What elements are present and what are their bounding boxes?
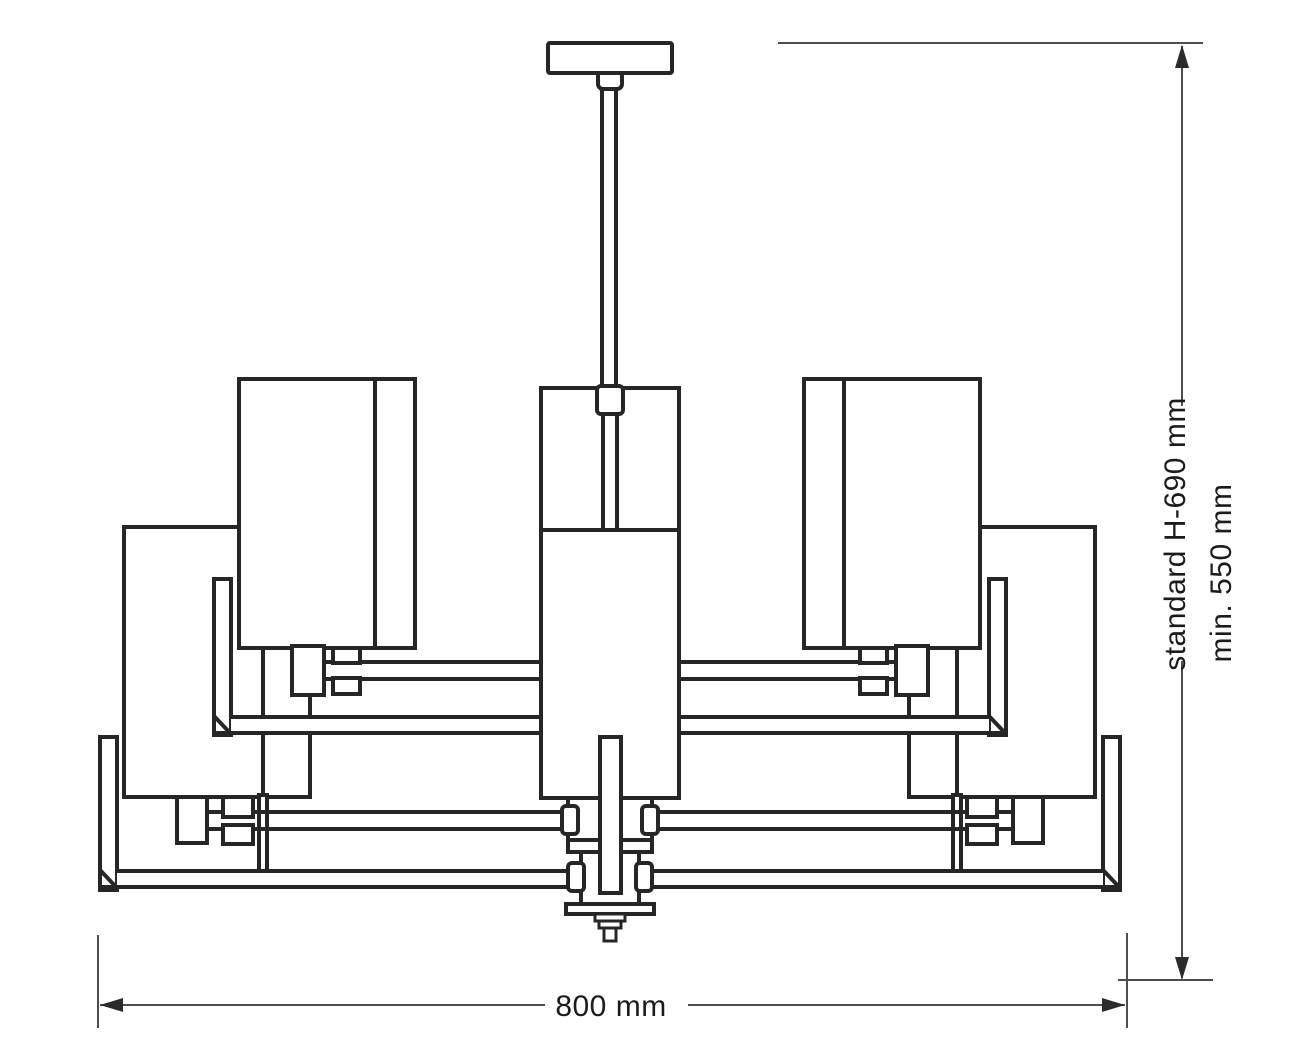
vertical-dimension: standard H-690 mm min. 550 mm (778, 42, 1238, 981)
back-right-socket (965, 795, 1045, 846)
back-right-shade-stem (951, 793, 963, 873)
width-label: 800 mm (555, 990, 666, 1023)
front-right-socket (858, 644, 930, 697)
hanging-rod (600, 82, 618, 394)
arrow-right-icon (1102, 998, 1125, 1012)
bottom-ring-right-post (1101, 735, 1122, 892)
rod-coupler (595, 384, 625, 416)
hub-arm-ears (560, 804, 660, 893)
front-right-shade (802, 377, 982, 650)
mitre-joint (1101, 868, 1122, 890)
lower-right-arm (656, 810, 1013, 831)
hanging-rod-lower-segment (601, 398, 619, 532)
mitre-joint (212, 714, 233, 736)
front-left-socket (290, 644, 362, 697)
hub-center-rod (598, 735, 623, 895)
back-left-socket (175, 795, 255, 846)
mitre-joint (987, 714, 1008, 736)
upper-ring-right-post (987, 577, 1008, 737)
upper-ring-left-post (212, 577, 233, 737)
height-standard-label: standard H-690 mm (1159, 397, 1192, 671)
bottom-ring-left-post (98, 735, 119, 892)
height-min-label: min. 550 mm (1205, 484, 1238, 663)
ceiling-canopy (546, 41, 674, 75)
mitre-joint (98, 868, 119, 890)
arrow-up-icon (1175, 45, 1189, 68)
arrow-left-icon (100, 998, 123, 1012)
horizontal-dimension: 800 mm (97, 933, 1128, 1028)
finial (593, 912, 627, 943)
front-left-shade (237, 377, 417, 650)
lower-left-arm (207, 810, 564, 831)
arrow-down-icon (1175, 957, 1189, 980)
back-left-shade-stem (257, 793, 269, 873)
